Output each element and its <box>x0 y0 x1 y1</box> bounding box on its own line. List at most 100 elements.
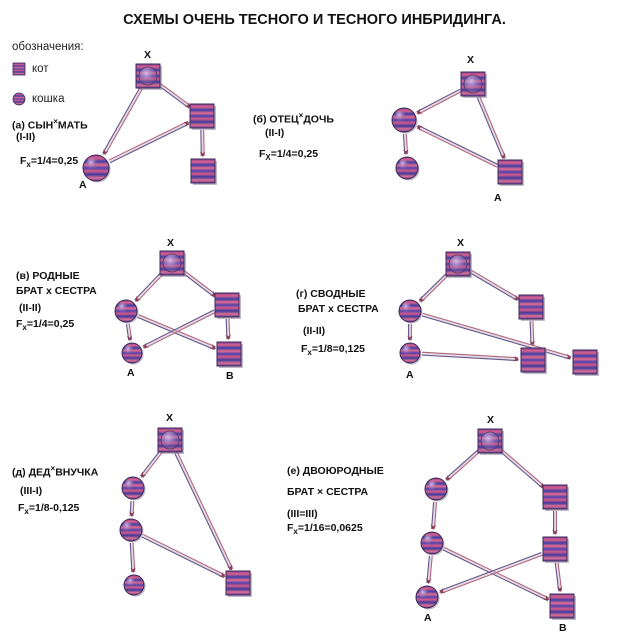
edge-arrow <box>422 314 572 360</box>
nodes-layer <box>82 63 599 620</box>
edge-arrow <box>403 133 409 156</box>
diagram-e-fx: Fx=1/16=0,0625 <box>287 522 363 537</box>
diagram-a-a-label: A <box>79 179 87 191</box>
legend-heading: обозначения: <box>12 41 84 53</box>
edge-strand <box>183 269 217 296</box>
male-square <box>216 341 242 367</box>
edge-strand <box>501 448 545 487</box>
diagram-a-cross: (а) СЫН×МАТЬ <box>12 117 88 132</box>
male-node-e-r <box>542 484 569 511</box>
edge-arrow <box>142 310 215 348</box>
edge-strand <box>442 549 549 602</box>
edge-strand <box>479 96 507 158</box>
edge-arrow <box>109 122 190 162</box>
edge-arrow <box>130 542 136 574</box>
diagram-b-fx: FX=1/4=0,25 <box>259 148 319 163</box>
edge-strand <box>109 123 190 164</box>
edge-strand <box>439 552 542 592</box>
highlight <box>401 302 412 313</box>
male-node-b-x <box>460 71 487 98</box>
edge-strand <box>158 84 190 109</box>
edge-strand <box>417 124 499 166</box>
edge-strand <box>174 452 231 571</box>
edge-arrow <box>134 272 163 302</box>
male-node-g-m <box>520 347 547 374</box>
edge-strand <box>499 450 544 489</box>
edge-strand <box>102 87 141 154</box>
male-node-e-r2 <box>542 536 569 563</box>
edge-strand <box>420 274 450 303</box>
edge-strand <box>136 273 164 303</box>
diagram-a-x-label: X <box>144 49 152 61</box>
edge-arrow <box>416 126 498 167</box>
highlight <box>122 521 133 532</box>
edge-strand <box>440 554 543 594</box>
female-node-d-1 <box>121 476 146 501</box>
edge-strand <box>141 536 225 579</box>
edge-arrow <box>445 450 480 481</box>
edge-strand <box>142 309 215 347</box>
diagram-a-fx: Fx=1/4=0,25 <box>20 155 79 170</box>
ancestor-marker <box>162 253 182 273</box>
highlight <box>117 302 128 313</box>
highlight <box>418 588 429 599</box>
female-node-b-m <box>395 156 420 181</box>
female-node-g-a <box>399 342 422 365</box>
edge-arrow <box>478 96 506 160</box>
edge-arrow <box>103 87 142 156</box>
diagram-d-cross: (д) ДЕД×ВНУЧКА <box>12 464 99 479</box>
female-node-b-l <box>391 107 418 134</box>
diagram-d-degree: (III-I) <box>20 485 43 497</box>
diagram-d-fx: Fx=1/8-0,125 <box>18 502 80 517</box>
edge-arrow <box>159 84 191 108</box>
diagram-e-degree: (III=III) <box>287 508 318 520</box>
edge-strand <box>132 501 135 517</box>
edge-strand <box>137 316 215 351</box>
edge-arrow <box>140 450 162 478</box>
edge-strand <box>402 134 406 155</box>
edge-strand <box>416 127 498 168</box>
page-title: СХЕМЫ ОЧЕНЬ ТЕСНОГО И ТЕСНОГО ИНБРИДИНГА… <box>123 12 506 28</box>
diagram-g-degree: (II-II) <box>303 325 326 337</box>
male-square <box>214 292 240 318</box>
diagram-e-a-label: A <box>424 612 432 624</box>
highlight <box>126 577 136 587</box>
diagram-a-degree: (I-II) <box>16 131 36 143</box>
female-node-a-a <box>82 154 111 183</box>
legend-male: кот <box>12 62 49 76</box>
edge-arrow <box>182 271 216 297</box>
female-node-v-a <box>121 342 144 365</box>
edge-strand <box>129 543 133 573</box>
male-node-a-x <box>135 63 162 90</box>
edges-layer <box>102 82 572 602</box>
edge-arrow <box>421 353 520 362</box>
edge-arrow <box>556 562 563 593</box>
diagram-g-x-label: X <box>457 237 465 249</box>
diagram-v-line1: (в) РОДНЫЕ <box>16 270 80 282</box>
edge-strand <box>225 319 228 340</box>
edge-strand <box>228 318 231 339</box>
diagram-v-a-label: A <box>127 367 135 379</box>
edge-strand <box>422 312 572 358</box>
edge-strand <box>159 82 192 107</box>
edge-strand <box>108 120 189 161</box>
edge-strand <box>143 533 226 576</box>
highlight <box>427 480 438 491</box>
diagram-d-x-label: X <box>166 412 174 424</box>
highlight <box>86 158 98 170</box>
edge-strand <box>421 354 518 362</box>
female-node-g-l <box>398 299 423 324</box>
edge-strand <box>470 269 520 299</box>
edge-strand <box>176 451 234 570</box>
edge-strand <box>476 97 504 159</box>
edge-strand <box>138 314 216 348</box>
ancestor-marker <box>448 254 468 274</box>
diagram-g-fx: Fx=1/8=0,125 <box>301 343 366 358</box>
edge-strand <box>142 451 164 479</box>
female-node-e-a <box>415 585 440 610</box>
edge-arrow <box>126 323 133 342</box>
male-square-icon <box>12 62 26 76</box>
edge-arrow <box>529 320 536 347</box>
highlight <box>124 479 135 490</box>
